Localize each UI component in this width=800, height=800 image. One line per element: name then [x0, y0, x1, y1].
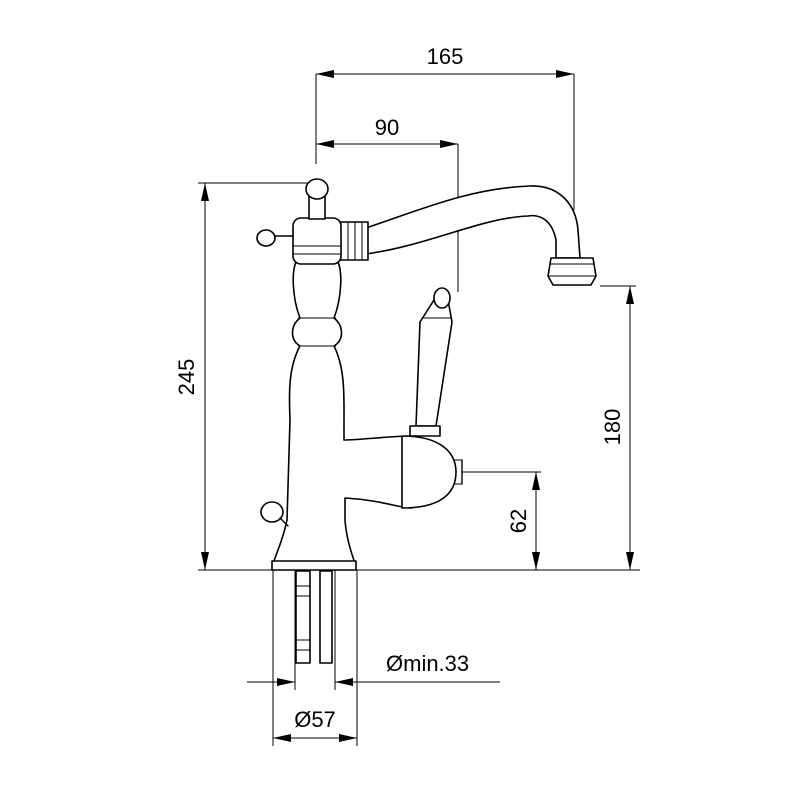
- dim-spout-reach: 165: [427, 44, 464, 69]
- lever-handle: [415, 299, 453, 427]
- dim-base-diameter: Ø57: [294, 707, 336, 732]
- dimension-labels: 165 90 245 180 62 Ømin.33 Ø57: [174, 44, 625, 732]
- aerator: [547, 257, 597, 286]
- dim-lever-offset: 90: [375, 115, 399, 140]
- supply-pipe: [319, 570, 333, 664]
- dim-hole-diameter: Ømin.33: [386, 651, 469, 676]
- faucet-outline: [256, 178, 597, 664]
- spout: [365, 185, 581, 259]
- dim-total-height: 245: [174, 359, 199, 396]
- dimension-lines: [198, 70, 640, 746]
- supply-pipe: [295, 570, 311, 664]
- cartridge-dome: [401, 435, 457, 509]
- faucet-column: [271, 257, 413, 567]
- dim-lever-height: 62: [506, 509, 531, 533]
- dim-spout-height: 180: [600, 409, 625, 446]
